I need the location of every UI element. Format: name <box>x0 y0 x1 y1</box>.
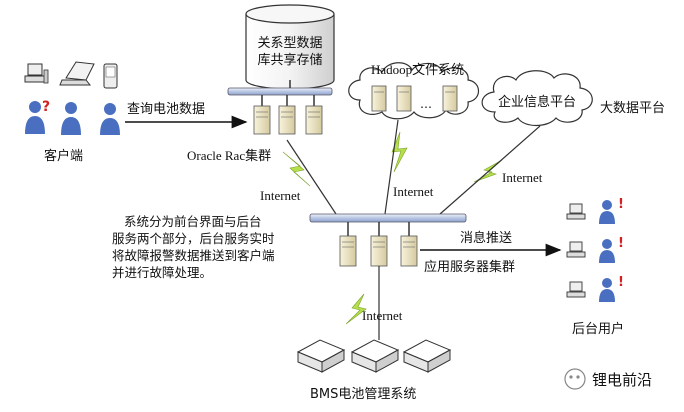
bigdata-label: 大数据平台 <box>600 101 665 116</box>
oracle-cluster-label: Oracle Rac集群 <box>187 148 271 163</box>
internet-label-1: Internet <box>260 188 301 203</box>
oracle-server-3 <box>305 105 323 135</box>
internet-label-2: Internet <box>393 184 434 199</box>
bms-device-1 <box>296 339 346 373</box>
question-mark-icon: ? <box>42 99 50 115</box>
client-user-icon-2 <box>61 102 81 135</box>
lightning-icon-1 <box>282 151 311 187</box>
backend-user-row-1 <box>566 200 615 224</box>
desktop-computer-icon <box>24 63 49 84</box>
mobile-phone-icon <box>103 63 118 89</box>
oracle-server-2 <box>278 105 296 135</box>
database-cylinder <box>245 4 335 90</box>
lightning-icon-4 <box>345 293 367 325</box>
internet-label-4: Internet <box>362 308 403 323</box>
client-label: 客户端 <box>44 148 83 164</box>
description-line2: 服务两个部分，后台服务实时 <box>112 231 275 246</box>
oracle-bus-bar <box>227 87 333 96</box>
client-user-icon-3 <box>100 103 120 135</box>
oracle-link-line <box>286 139 337 215</box>
wechat-logo-icon <box>564 368 586 390</box>
bms-device-2 <box>350 339 400 373</box>
database-label-line2: 库共享存储 <box>257 52 322 68</box>
alert-icon-1: ! <box>618 197 624 212</box>
bms-device-3 <box>402 339 452 373</box>
hadoop-ellipsis: … <box>420 97 432 111</box>
enterprise-link-line <box>439 125 541 215</box>
alert-icon-3: ! <box>618 275 624 290</box>
client-user-icon-1 <box>25 101 45 134</box>
app-bus-bar <box>309 213 467 223</box>
lightning-icon-2 <box>391 131 408 173</box>
oracle-server-1 <box>253 105 271 135</box>
watermark-text: 锂电前沿 <box>592 371 652 389</box>
backend-user-row-3 <box>566 278 615 302</box>
app-cluster-label: 应用服务器集群 <box>424 259 515 275</box>
app-server-2 <box>370 235 388 267</box>
laptop-icon <box>59 61 95 86</box>
app-server-3 <box>400 235 418 267</box>
database-label-line1: 关系型数据 <box>257 36 322 51</box>
query-label: 查询电池数据 <box>127 102 205 117</box>
backend-user-row-2 <box>566 239 615 263</box>
hadoop-server-3 <box>442 85 458 112</box>
description-line4: 并进行故障处理。 <box>112 265 212 280</box>
internet-label-3: Internet <box>502 170 543 185</box>
app-server-1 <box>339 235 357 267</box>
description-line3: 将故障报警数据推送到客户端 <box>112 248 275 263</box>
alert-icon-2: ! <box>618 236 624 251</box>
bms-label: BMS电池管理系统 <box>310 387 416 402</box>
push-label: 消息推送 <box>460 230 512 246</box>
backend-users-label: 后台用户 <box>572 321 624 337</box>
hadoop-link-line <box>384 119 399 215</box>
enterprise-label: 企业信息平台 <box>498 94 576 110</box>
hadoop-label: Hadoop文件系统 <box>371 62 464 77</box>
description-line1: 系统分为前台界面与后台 <box>124 214 262 229</box>
hadoop-server-2 <box>396 85 412 112</box>
enterprise-cloud <box>481 70 593 127</box>
hadoop-server-1 <box>371 85 387 112</box>
